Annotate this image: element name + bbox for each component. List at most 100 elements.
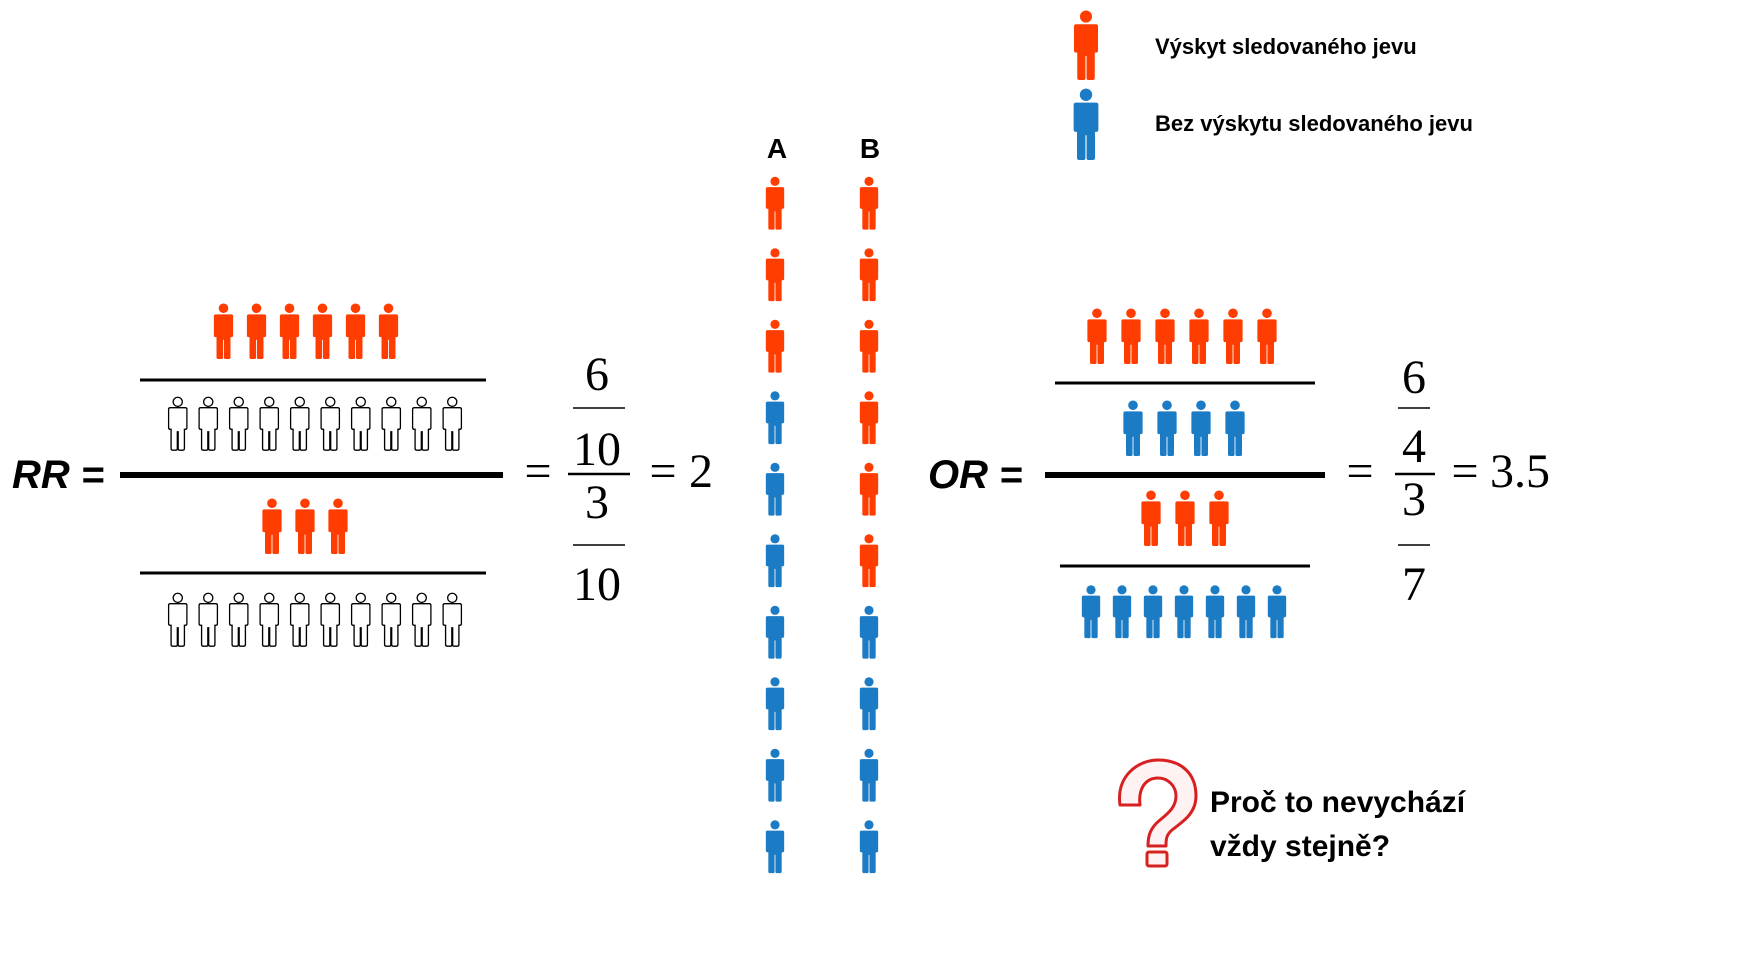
person-outline-icon — [289, 396, 310, 451]
person-blue-icon — [765, 391, 785, 445]
rr-label: RR = — [12, 453, 104, 497]
or-bottom-denominator — [1081, 585, 1287, 639]
person-red-icon — [859, 176, 879, 230]
person-outline-icon — [381, 396, 402, 451]
person-blue-icon — [1191, 400, 1211, 456]
person-red-icon — [1209, 490, 1229, 546]
rr-frac-top-den: 10 — [573, 423, 621, 476]
or-result: 3.5 — [1490, 445, 1550, 498]
rr-frac-bot-den: 10 — [573, 558, 621, 611]
person-red-icon — [312, 303, 333, 359]
person-blue-icon — [1112, 585, 1132, 639]
person-red-icon — [213, 303, 234, 359]
legend: Výskyt sledovaného jevu Bez výskytu sled… — [1073, 10, 1473, 160]
person-red-icon — [328, 498, 348, 554]
group-a-label: A — [767, 133, 787, 164]
person-blue-icon — [765, 462, 785, 516]
legend-occurrence-label: Výskyt sledovaného jevu — [1155, 34, 1417, 59]
person-red-icon — [295, 498, 315, 554]
person-blue-icon — [859, 677, 879, 731]
rr-top-denominator — [167, 396, 463, 451]
person-blue-icon — [1081, 585, 1101, 639]
person-red-icon — [262, 498, 282, 554]
question-mark-icon — [1118, 758, 1198, 868]
question-box: Proč to nevychází vždy stejně? — [1118, 758, 1467, 868]
person-blue-icon — [859, 748, 879, 802]
person-outline-icon — [320, 396, 341, 451]
person-red-icon — [765, 319, 785, 373]
or-formula: OR = = 6 4 3 7 = 3.5 — [928, 308, 1550, 639]
person-blue-icon — [859, 605, 879, 659]
or-top-denominator — [1123, 400, 1245, 456]
person-red-icon — [1121, 308, 1141, 364]
person-red-icon — [1223, 308, 1243, 364]
person-red-icon — [345, 303, 366, 359]
person-outline-icon — [228, 396, 249, 451]
group-b-column — [859, 176, 879, 874]
person-red-icon — [765, 248, 785, 302]
group-b-label: B — [860, 133, 880, 164]
person-red-icon — [859, 462, 879, 516]
person-blue-icon — [1143, 585, 1163, 639]
rr-bottom-numerator — [262, 498, 348, 554]
rr-equals-2: = — [649, 445, 676, 498]
person-red-icon — [1073, 10, 1099, 80]
rr-equals-1: = — [524, 445, 551, 498]
person-outline-icon — [289, 592, 310, 647]
or-bottom-numerator — [1141, 490, 1229, 546]
person-red-icon — [859, 534, 879, 588]
or-frac-top-num: 6 — [1402, 351, 1426, 404]
person-blue-icon — [859, 820, 879, 874]
person-blue-icon — [1267, 585, 1287, 639]
or-frac-top-den: 4 — [1402, 420, 1426, 473]
person-blue-icon — [1157, 400, 1177, 456]
group-a-column — [765, 176, 785, 874]
or-label: OR = — [928, 453, 1022, 497]
person-outline-icon — [167, 592, 188, 647]
person-red-icon — [1175, 490, 1195, 546]
person-red-icon — [859, 319, 879, 373]
person-outline-icon — [198, 396, 219, 451]
person-outline-icon — [259, 592, 280, 647]
person-outline-icon — [411, 592, 432, 647]
rr-top-numerator — [213, 303, 399, 359]
person-blue-icon — [765, 748, 785, 802]
person-red-icon — [246, 303, 267, 359]
person-red-icon — [765, 176, 785, 230]
person-blue-icon — [765, 534, 785, 588]
person-red-icon — [279, 303, 300, 359]
person-blue-icon — [1174, 585, 1194, 639]
person-red-icon — [378, 303, 399, 359]
legend-no-occurrence-label: Bez výskytu sledovaného jevu — [1155, 111, 1473, 136]
person-blue-icon — [1073, 88, 1099, 160]
person-outline-icon — [228, 592, 249, 647]
question-line-2: vždy stejně? — [1210, 830, 1390, 863]
or-equals-1: = — [1346, 445, 1373, 498]
person-red-icon — [1189, 308, 1209, 364]
person-blue-icon — [765, 605, 785, 659]
or-equals-2: = — [1451, 445, 1478, 498]
person-blue-icon — [1205, 585, 1225, 639]
rr-frac-bot-num: 3 — [585, 476, 609, 529]
person-outline-icon — [381, 592, 402, 647]
person-red-icon — [859, 391, 879, 445]
person-blue-icon — [1225, 400, 1245, 456]
person-outline-icon — [442, 396, 463, 451]
person-outline-icon — [259, 396, 280, 451]
person-outline-icon — [198, 592, 219, 647]
or-frac-bot-num: 3 — [1402, 473, 1426, 526]
rr-bottom-denominator — [167, 592, 463, 647]
person-outline-icon — [350, 592, 371, 647]
person-red-icon — [859, 248, 879, 302]
person-outline-icon — [320, 592, 341, 647]
person-blue-icon — [1073, 88, 1099, 160]
question-line-1: Proč to nevychází — [1210, 786, 1467, 819]
person-red-icon — [1257, 308, 1277, 364]
person-red-icon — [1073, 10, 1099, 80]
person-red-icon — [1155, 308, 1175, 364]
person-outline-icon — [167, 396, 188, 451]
person-outline-icon — [442, 592, 463, 647]
person-red-icon — [1141, 490, 1161, 546]
or-top-numerator — [1087, 308, 1277, 364]
